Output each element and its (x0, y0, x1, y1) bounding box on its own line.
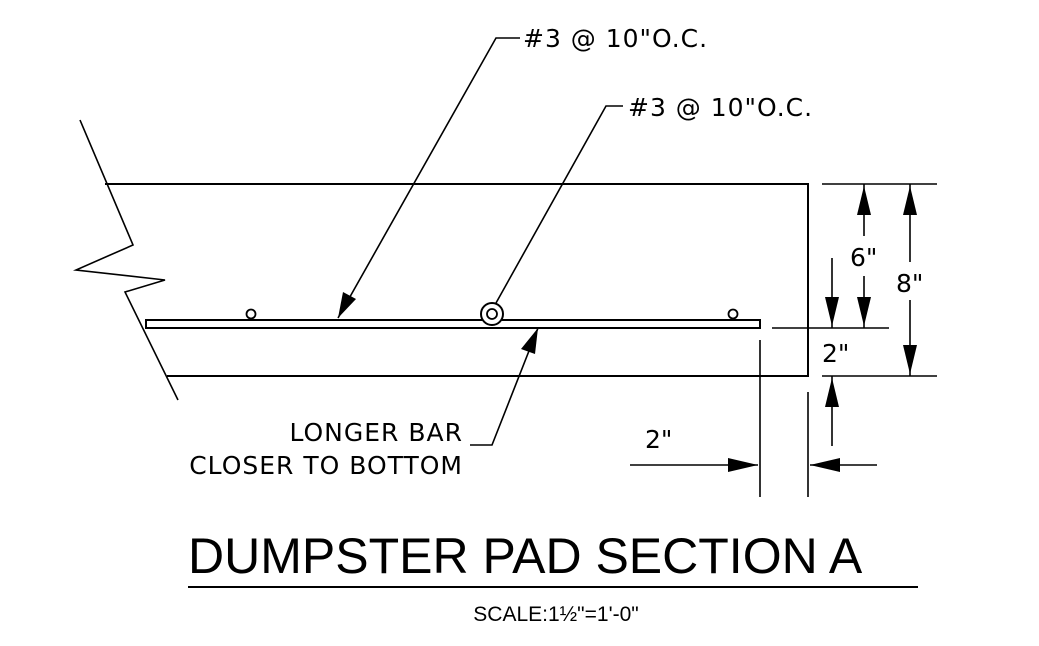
longer-bar-note-line2: CLOSER TO BOTTOM (189, 451, 463, 480)
rebar-dot-left (245, 308, 257, 320)
dimension-8in (903, 184, 917, 376)
break-line (72, 119, 179, 401)
vertical-dimension-extension-lines (772, 183, 937, 377)
drawing-title: DUMPSTER PAD SECTION A (188, 528, 863, 584)
dimension-2in-edge-label: 2" (645, 425, 672, 454)
bar-dot-leader (495, 105, 623, 304)
top-rebar-leader (337, 37, 520, 319)
top-rebar-callout: #3 @ 10"O.C. (523, 24, 708, 53)
slab-outline (105, 183, 809, 377)
rebar-dot-right (727, 308, 739, 320)
longer-bar-note-line1: LONGER BAR (289, 418, 463, 447)
drawing-scale: SCALE:1½"=1'-0" (473, 603, 638, 626)
dimension-6in (857, 184, 871, 328)
rebar-dot-center (480, 302, 504, 326)
dimension-8in-label: 8" (896, 269, 923, 298)
dimension-6in-label: 6" (850, 243, 877, 272)
dimension-2in-edge (630, 340, 877, 497)
bar-dot-callout: #3 @ 10"O.C. (628, 93, 813, 122)
dimension-2in-bottom-label: 2" (822, 339, 849, 368)
longitudinal-rebar (145, 319, 761, 329)
longer-bar-leader (470, 327, 539, 446)
dimension-2in-bottom (825, 258, 839, 446)
